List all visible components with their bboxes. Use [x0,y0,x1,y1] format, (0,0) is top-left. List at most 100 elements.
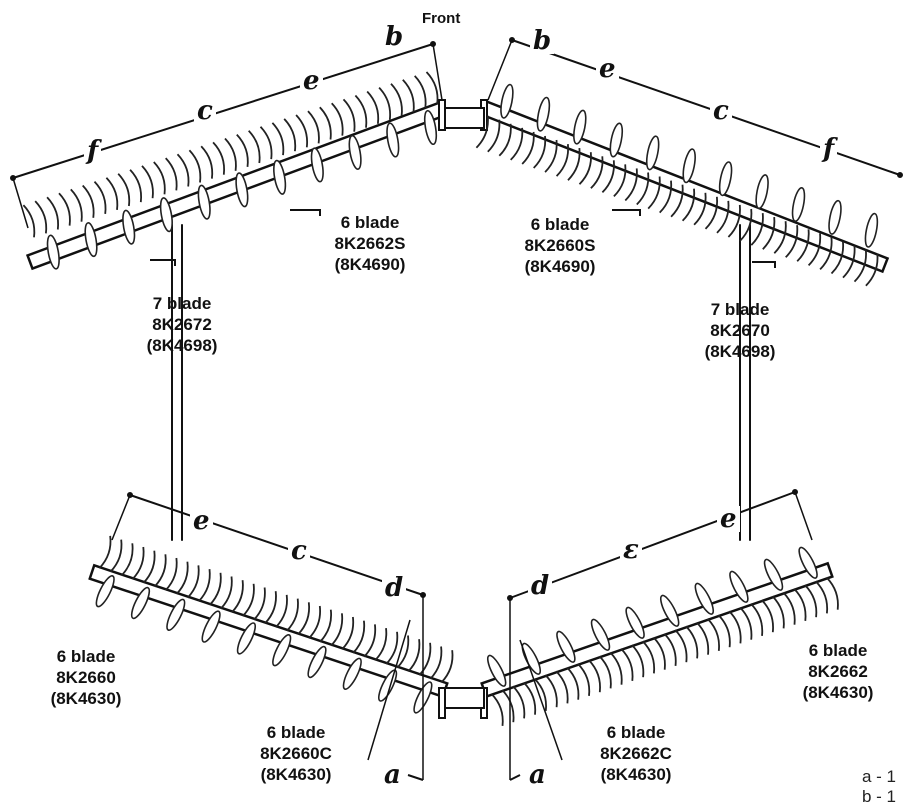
gang-label-rear-right: 6 blade 8K2662 (8K4630) [768,640,904,703]
soil-arc [129,169,143,203]
soil-arc [231,580,244,614]
blade-disc [166,598,186,631]
blade-count: 6 blade [340,213,400,232]
blade-disc [307,645,327,679]
part-number: 8K2672 [152,315,212,334]
soil-arc [773,221,787,254]
soil-arc [601,160,615,194]
extension-line [12,177,29,229]
soil-arc [109,539,123,573]
soil-arc [22,204,36,238]
blade-disc [159,197,173,233]
gang-label-mid-left: 7 blade 8K2672 (8K4698) [112,293,252,356]
blade-disc [122,209,136,245]
soil-arc [624,168,638,202]
dimension-line [12,43,434,179]
gang-label-rear-left: 6 blade 8K2660 (8K4630) [16,646,156,709]
dimension-tick [897,172,903,178]
dimension-letter-a: a [526,762,549,788]
blade-count: 6 blade [530,215,590,234]
center-hub [444,687,485,709]
dimension-letter-e: e [300,68,323,94]
soil-arc [613,164,627,198]
soil-arc [598,655,612,689]
dimension-letter-f: f [820,136,838,162]
blade-disc [828,199,842,235]
soil-arc [319,106,332,140]
soil-arc [642,640,656,674]
blade-disc [729,570,749,603]
frame-lines [171,224,751,541]
part-number: 8K2670 [710,321,770,340]
soil-arc [636,172,650,206]
soil-arc [631,644,645,678]
soil-arc [141,165,154,199]
soil-arc [750,213,764,246]
soil-arc [396,635,410,669]
soil-arc [308,605,322,639]
soil-arc [188,149,202,183]
blade-disc [310,147,324,183]
scraper-bracket [752,261,776,268]
soil-arc [475,115,489,149]
soil-arc [341,616,355,650]
soil-arc [865,253,879,287]
soil-arc [440,650,454,684]
scraper-bracket [150,259,176,266]
alt-part-number: (8K4698) [704,342,776,361]
soil-arc [674,629,688,663]
gang-label-mid-right: 7 blade 8K2670 (8K4698) [670,299,810,362]
soil-arc [187,565,200,599]
soil-arc [93,180,107,215]
soil-arc [716,200,730,234]
blade-count: 6 blade [56,647,116,666]
blade-disc [197,184,211,220]
soil-arc [659,180,673,214]
soil-arc [750,603,764,636]
alt-part-number: (8K4630) [50,689,122,708]
soil-arc [242,583,255,617]
dimension-letter-c: c [288,538,310,564]
soil-arc [98,535,112,569]
blade-count: 6 blade [808,641,868,660]
blade-disc [694,582,715,615]
soil-arc [704,196,719,230]
soil-arc [696,621,710,655]
legend-line-a: a - 1 [862,767,897,786]
part-number: 8K2660C [260,744,332,763]
blade-disc [590,618,611,651]
soil-arc [796,229,810,262]
soil-arc [164,557,178,591]
extension-line [794,491,813,541]
soil-arc [652,636,666,670]
blade-disc [235,172,249,208]
gang-label-center-left: 6 blade 8K2660C (8K4630) [226,722,366,785]
soil-arc [209,572,222,606]
soil-arc [804,584,818,618]
blade-disc [573,109,587,145]
soil-arc [567,148,581,181]
soil-arc [385,631,399,665]
soil-arc [523,681,537,715]
blade-disc [342,657,362,690]
blade-count: 6 blade [266,723,326,742]
soil-arc [590,156,604,189]
dimension-letter-a: a [381,762,404,788]
soil-arc [663,633,677,666]
soil-arc [142,550,156,584]
soil-arc [830,241,845,275]
blade-disc [798,546,818,579]
extension-line [487,39,513,101]
soil-arc [566,666,580,700]
dimension-letter-e: e [717,506,740,532]
blade-disc [864,212,879,248]
soil-arc [295,114,309,148]
alt-part-number: (8K4630) [802,683,874,702]
soil-arc [533,135,547,169]
soil-arc [819,237,833,271]
soil-arc [402,79,415,113]
dimension-letter-f: f [84,138,102,164]
soil-arc [853,249,867,283]
soil-arc [271,122,285,156]
soil-arc [588,659,601,693]
